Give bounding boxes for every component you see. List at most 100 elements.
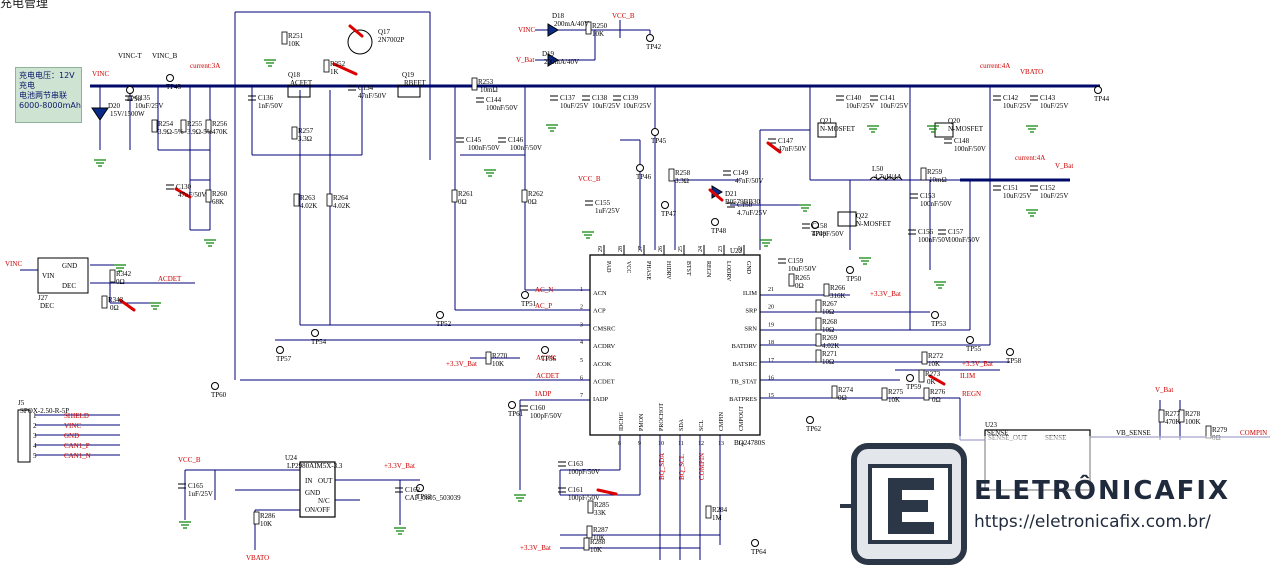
component-ref: R284	[712, 506, 728, 514]
test-point-label: TP64	[751, 548, 767, 556]
component-value: 0Ω	[838, 394, 847, 402]
resistor-glyph	[881, 387, 888, 401]
component-ref: C153	[920, 192, 936, 200]
chip-pin-name: ACN	[593, 290, 607, 297]
connector-signal: GND	[64, 432, 79, 440]
power-bus	[90, 84, 1100, 182]
svg-text:GND: GND	[62, 262, 77, 270]
component-ref: R266	[830, 284, 846, 292]
resistor-glyph	[101, 295, 108, 309]
test-point-label: TP60	[211, 391, 227, 399]
component-ref: C135	[135, 94, 151, 102]
component-ref: R265	[795, 274, 811, 282]
component-value: 100nF/50V	[948, 236, 980, 244]
component-ref: R251	[288, 32, 304, 40]
net-label: VINC	[92, 70, 109, 78]
chip-pin-name: ACP	[593, 308, 606, 315]
component-value: 470K	[212, 128, 228, 136]
test-point-label: TP42	[646, 43, 662, 51]
component-value: 47nF/50V	[778, 145, 806, 153]
resistor-glyph	[583, 537, 590, 551]
resistor-glyph	[471, 77, 478, 91]
component-ref: C155	[595, 199, 611, 207]
connector-j5	[17, 409, 31, 463]
component-ref: R272	[928, 352, 944, 360]
resistor-glyph	[1158, 409, 1165, 423]
chip-pin-name: PROCHOT	[659, 403, 665, 431]
component-ref: R267	[822, 300, 838, 308]
chip-pin-number: 12	[698, 441, 704, 447]
component-ref: R254	[158, 120, 174, 128]
component-ref: R258	[675, 169, 691, 177]
net-label: +3.3V_Bat	[446, 360, 477, 368]
component-value: 10uF/25V	[623, 102, 651, 110]
current-label: current:4A	[980, 62, 1010, 70]
component-ref: R262	[528, 190, 544, 198]
component-ref: R273	[925, 370, 941, 378]
test-points	[126, 34, 1102, 547]
chip-pin-number: 14	[738, 441, 744, 447]
component-value: 10uF/25V	[880, 102, 908, 110]
component-value: 10K	[492, 360, 504, 368]
component-ref: R253	[478, 78, 494, 86]
test-point-label: TP48	[711, 227, 727, 235]
net-label: ACDET	[536, 372, 560, 380]
component-ref: C141	[880, 94, 896, 102]
net-label: VB_SENSE	[1116, 429, 1151, 437]
component-value: 0Ω	[116, 278, 125, 286]
test-point	[1094, 86, 1102, 94]
resistor-glyph	[281, 31, 288, 45]
resistor-glyph	[521, 189, 528, 203]
net-label: V_Bat	[516, 56, 534, 64]
note-line: 充电电压：12V	[19, 71, 75, 80]
svg-text:GND: GND	[305, 489, 320, 497]
component-ref: C151	[1003, 184, 1019, 192]
resistor-glyph	[1178, 409, 1185, 423]
component-ref: C158	[812, 222, 828, 230]
resistor-glyph	[815, 317, 822, 331]
component-ref: C136	[258, 94, 274, 102]
component-value: 0K	[927, 378, 936, 386]
net-label: VCC_B	[178, 456, 201, 464]
test-point	[806, 416, 814, 424]
chip-pin-name: BATSRC	[732, 361, 757, 368]
component-value: 100pF/50V	[530, 412, 562, 420]
component-value: 10K	[288, 40, 300, 48]
test-point-label: TP57	[276, 355, 292, 363]
resistor-glyph	[815, 333, 822, 347]
component-value: DEC	[40, 302, 54, 310]
chip-pin-number: 10	[658, 441, 664, 447]
test-point	[651, 128, 659, 136]
component-value: 10K	[590, 546, 602, 554]
chip-pin-number: 29	[598, 246, 604, 252]
component-ref: D20	[108, 102, 121, 110]
resistor-glyph	[323, 59, 330, 73]
chip-pin-number: 20	[768, 305, 774, 311]
component-ref: Q19	[402, 71, 415, 79]
net-label: VBATO	[246, 554, 269, 562]
component-value: 10uF/25V	[1003, 192, 1031, 200]
chip-pin-number: 27	[638, 246, 644, 252]
resistor-glyph	[451, 189, 458, 203]
test-point-label: TP63	[416, 493, 432, 501]
chip-pin-name: CMPIN	[719, 411, 725, 431]
component-ref: Q17	[378, 28, 391, 36]
component-ref: C156	[918, 228, 934, 236]
schematic-labels: R25110KQ172N7002PR2521KD18200mA/40VD1920…	[5, 12, 1267, 562]
test-point-label: TP46	[636, 173, 652, 181]
test-point	[811, 221, 819, 229]
resistor-glyph	[205, 119, 212, 133]
chip-pin-name: BATDRV	[732, 343, 758, 350]
resistor-glyph	[831, 385, 838, 399]
component-value: 10Ω	[822, 358, 834, 366]
component-ref: C152	[1040, 184, 1056, 192]
watermark-logo	[840, 436, 1280, 570]
test-point	[646, 34, 654, 42]
chip-pin-name: ACDET	[593, 379, 615, 386]
component-value: 4.7uF/25V	[737, 209, 767, 217]
component-value: 1uF/25V	[595, 207, 620, 215]
component-ref: C144	[486, 96, 502, 104]
component-ref: R264	[333, 194, 349, 202]
component-value: 100nF/50V	[468, 144, 500, 152]
component-value: LP2980AIM5X-3.3	[287, 462, 343, 470]
